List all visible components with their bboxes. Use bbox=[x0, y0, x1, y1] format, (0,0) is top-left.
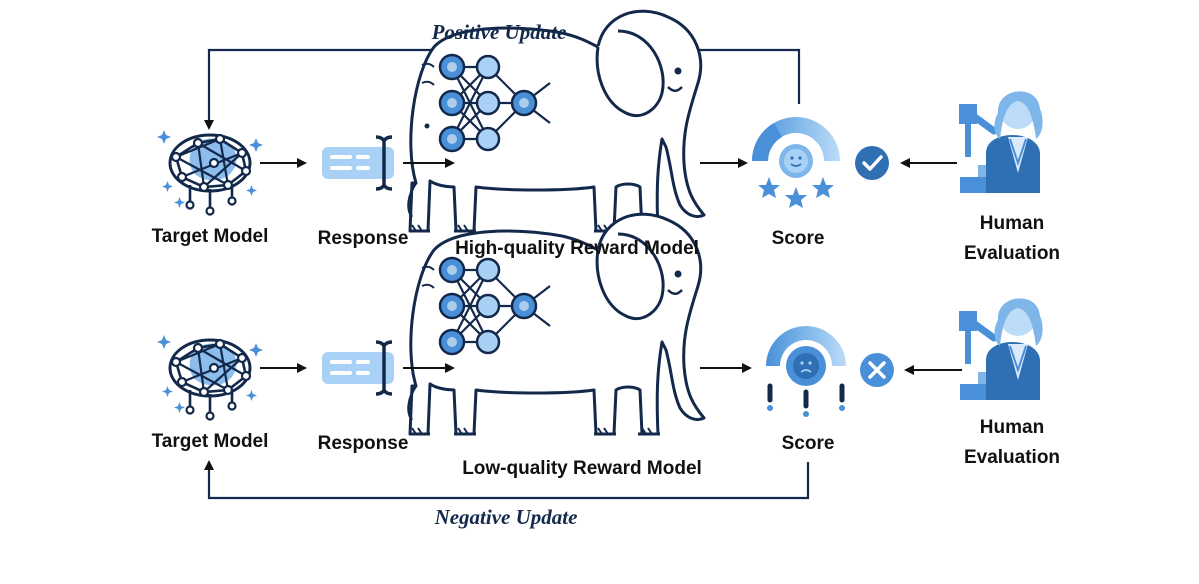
target-model-icon-top bbox=[155, 128, 265, 216]
check-icon bbox=[855, 146, 889, 180]
human-evaluation-label-top: Human Evaluation bbox=[964, 209, 1060, 269]
target-model-label-bottom: Target Model bbox=[151, 431, 269, 452]
stray-dot bbox=[424, 123, 430, 129]
human-evaluation-label-bottom: Human Evaluation bbox=[964, 413, 1060, 473]
human-evaluation-line2: Evaluation bbox=[963, 243, 1061, 264]
response-icon-top bbox=[320, 135, 396, 191]
positive-update-label: Positive Update bbox=[431, 20, 567, 44]
negative-update-loop bbox=[204, 460, 810, 500]
sad-score-icon bbox=[766, 326, 846, 417]
response-label-top: Response bbox=[317, 228, 409, 249]
cross-icon bbox=[860, 353, 894, 387]
human-evaluator-icon-top bbox=[960, 91, 1043, 193]
response-label-bottom: Response bbox=[317, 433, 409, 454]
reward-model-label-bottom: Low-quality Reward Model bbox=[462, 458, 702, 479]
response-icon-bottom bbox=[320, 340, 396, 396]
negative-update-label: Negative Update bbox=[434, 505, 578, 529]
happy-score-icon bbox=[751, 116, 841, 209]
human-evaluation-line1: Human bbox=[979, 213, 1045, 234]
score-label-bottom: Score bbox=[781, 433, 835, 454]
human-evaluation-line1: Human bbox=[979, 417, 1045, 438]
target-model-icon-bottom bbox=[155, 333, 265, 421]
reward-model-label-top: High-quality Reward Model bbox=[455, 238, 699, 259]
score-label-top: Score bbox=[771, 228, 825, 249]
target-model-label-top: Target Model bbox=[151, 226, 269, 247]
human-evaluation-line2: Evaluation bbox=[963, 447, 1061, 468]
human-evaluator-icon-bottom bbox=[960, 298, 1043, 400]
